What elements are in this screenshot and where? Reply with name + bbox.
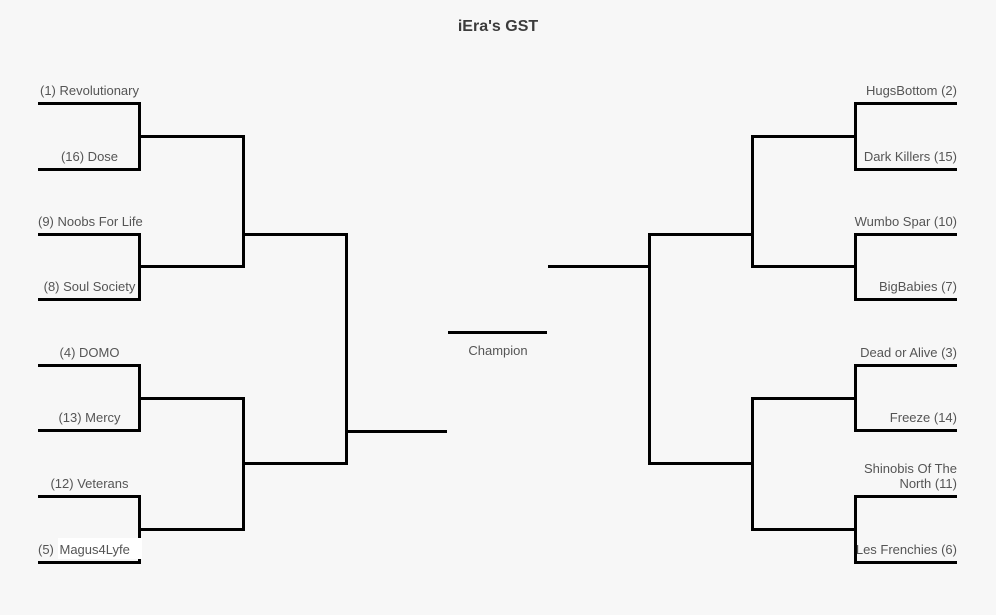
bracket-line: [854, 232, 857, 301]
bracket-line: [854, 428, 957, 432]
bracket-line: [751, 134, 754, 268]
bracket-line: [138, 232, 141, 301]
team-label-right-8: Les Frenchies (6): [855, 542, 957, 557]
team-label-right-3: Wumbo Spar (10): [854, 214, 957, 229]
team-label-right-7: Shinobis Of The North (11): [864, 461, 957, 491]
bracket-line: [138, 101, 141, 171]
bracket-line: [854, 167, 957, 171]
bracket-line: [345, 429, 447, 433]
team-label-left-3: (9) Noobs For Life: [38, 214, 143, 229]
bracket-line: [38, 494, 141, 498]
bracket-line: [854, 560, 957, 564]
highlighted-team-name: Magus4Lyfe: [57, 538, 142, 559]
bracket-line: [751, 264, 857, 268]
bracket-line: [242, 232, 348, 236]
team-label-right-5: Dead or Alive (3): [860, 345, 957, 360]
bracket-line: [38, 297, 141, 301]
bracket-line: [38, 232, 141, 236]
bracket-line: [854, 363, 957, 367]
bracket-line: [138, 363, 141, 432]
bracket-line: [648, 232, 754, 236]
bracket-line: [751, 527, 857, 531]
bracket-line: [38, 167, 141, 171]
bracket-line: [854, 232, 957, 236]
bracket-line: [648, 461, 754, 465]
champion-line: [448, 330, 547, 334]
team-label-left-8: (5) Magus4Lyfe: [38, 538, 142, 559]
bracket-line: [38, 560, 141, 564]
bracket-line: [138, 264, 245, 268]
champion-label: Champion: [468, 343, 528, 358]
bracket-line: [548, 264, 651, 268]
team-label-right-2: Dark Killers (15): [863, 149, 957, 164]
bracket-line: [38, 428, 141, 432]
bracket-line: [854, 101, 857, 171]
team-label-right-1: HugsBottom (2): [865, 83, 957, 98]
bracket-line: [854, 494, 857, 564]
bracket-line: [38, 363, 141, 367]
bracket-line: [242, 134, 245, 268]
bracket-line: [138, 134, 245, 138]
team-label-left-7: (12) Veterans: [50, 476, 129, 491]
bracket-line: [138, 494, 141, 564]
bracket-line: [648, 232, 651, 465]
bracket-line: [242, 461, 348, 465]
bracket-line: [751, 134, 857, 138]
bracket-line: [854, 363, 857, 432]
tournament-title: iEra's GST: [457, 18, 539, 35]
team-label-right-6: Freeze (14): [889, 410, 957, 425]
bracket-line: [751, 396, 857, 400]
team-label-left-2: (16) Dose: [60, 149, 119, 164]
team-label-left-1: (1) Revolutionary: [40, 83, 139, 98]
bracket-line: [138, 396, 245, 400]
bracket-line: [854, 297, 957, 301]
team-label-left-6: (13) Mercy: [58, 410, 121, 425]
team-label-right-4: BigBabies (7): [878, 279, 957, 294]
bracket-line: [345, 232, 348, 465]
bracket-line: [854, 101, 957, 105]
bracket-line: [854, 494, 957, 498]
bracket-line: [38, 101, 141, 105]
bracket-line: [242, 396, 245, 531]
team-label-left-4: (8) Soul Society: [43, 279, 136, 294]
bracket-line: [138, 527, 245, 531]
team-label-left-5: (4) DOMO: [59, 345, 120, 360]
bracket-line: [751, 396, 754, 531]
